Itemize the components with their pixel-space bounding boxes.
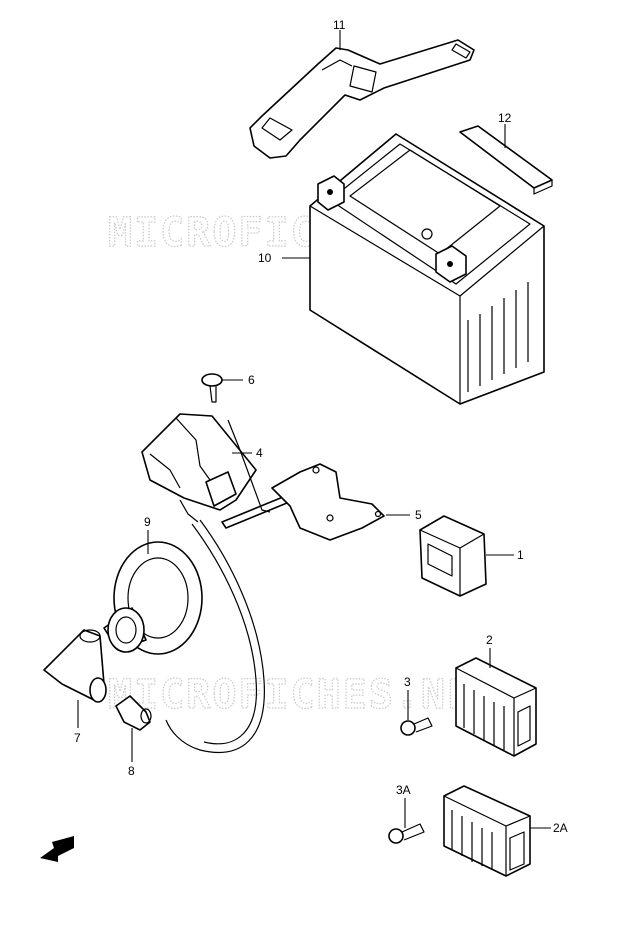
callout-5: 5 xyxy=(415,508,422,522)
part-8-plug xyxy=(115,695,152,731)
ignition-lead-wire xyxy=(165,519,265,754)
callout-10: 10 xyxy=(258,251,272,265)
callout-4: 4 xyxy=(256,446,263,460)
callout-11: 11 xyxy=(333,18,346,32)
part-5-bracket xyxy=(271,463,385,541)
callout-1: 1 xyxy=(517,548,524,562)
callout-9: 9 xyxy=(144,515,151,529)
callout-8: 8 xyxy=(128,764,135,778)
part-3a-bolt xyxy=(388,823,425,844)
callout-2a: 2A xyxy=(553,821,568,835)
part-2a-regulator xyxy=(443,785,531,877)
part-6-screw xyxy=(201,373,223,403)
leader-lines xyxy=(77,30,551,829)
part-3-bolt xyxy=(400,717,433,736)
part-11-battery-band xyxy=(249,39,475,159)
watermark-bottom: MICROFICHES.NET xyxy=(108,672,499,718)
callout-6: 6 xyxy=(248,373,255,387)
callout-2: 2 xyxy=(486,633,493,647)
part-10-battery xyxy=(309,133,545,405)
part-12-battery-pad xyxy=(459,125,553,195)
part-1-relay xyxy=(419,515,487,597)
part-7-plug-boot xyxy=(43,629,107,703)
part-9-cap-cover xyxy=(103,541,203,655)
callout-12: 12 xyxy=(498,111,512,125)
part-2-regulator xyxy=(455,657,537,757)
callout-3a: 3A xyxy=(396,783,411,797)
callout-7: 7 xyxy=(74,731,81,745)
fwd-arrow-icon: FWD xyxy=(40,836,74,862)
callout-3: 3 xyxy=(404,675,411,689)
part-4-ignition-coil xyxy=(141,413,305,529)
